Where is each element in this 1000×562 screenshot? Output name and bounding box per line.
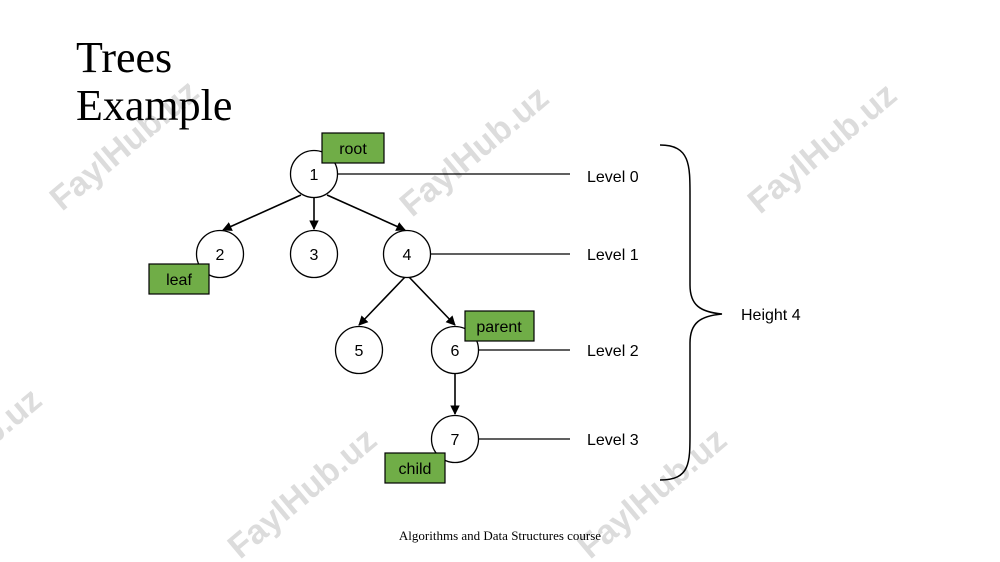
edge-4-5 <box>358 276 406 326</box>
level-label-0: Level 0 <box>587 169 639 186</box>
node-label: 1 <box>310 167 319 184</box>
parent-tag-label: parent <box>476 319 522 336</box>
level-lines <box>337 173 570 440</box>
root-tag-box <box>321 132 385 164</box>
root-tag-label: root <box>339 141 367 158</box>
watermark-text: FaylHub.uz <box>741 75 904 221</box>
slide-footer: Algorithms and Data Structures course <box>398 528 602 543</box>
leaf-tag-label: leaf <box>166 272 192 289</box>
level-labels: Level 0 Level 1 Level 2 Level 3 <box>587 169 639 449</box>
tree-node <box>430 414 480 464</box>
tree-node <box>334 325 384 375</box>
watermark-text: FaylHub.uz <box>393 78 556 224</box>
child-tag-label: child <box>399 461 432 478</box>
edge-1-4 <box>326 194 406 231</box>
title-line-1: Trees <box>76 33 173 82</box>
slide-title: Trees Example <box>76 34 232 130</box>
node-label: 7 <box>451 432 460 449</box>
edge-4-6 <box>408 276 456 326</box>
level-label-1: Level 1 <box>587 247 639 264</box>
height-label: Height 4 <box>741 307 801 324</box>
level-label-2: Level 2 <box>587 343 639 360</box>
tag-labels: root leaf parent child <box>166 141 522 478</box>
node-label: 5 <box>355 343 364 360</box>
tags <box>148 132 535 484</box>
level-label-3: Level 3 <box>587 432 639 449</box>
leaf-tag-box <box>148 263 210 295</box>
edge-1-2 <box>222 194 302 231</box>
height-brace <box>659 144 723 481</box>
edges <box>222 194 460 415</box>
node-label: 6 <box>451 343 460 360</box>
title-line-2: Example <box>76 81 233 130</box>
node-label: 4 <box>403 247 412 264</box>
tree-node <box>382 229 432 279</box>
node-label: 3 <box>310 247 319 264</box>
tree-node <box>289 229 339 279</box>
watermark-text: FaylHub.uz <box>0 380 49 526</box>
parent-tag-box <box>464 310 535 342</box>
child-tag-box <box>384 452 446 484</box>
node-labels: 1 2 3 4 5 6 7 <box>216 167 460 449</box>
node-label: 2 <box>216 247 225 264</box>
